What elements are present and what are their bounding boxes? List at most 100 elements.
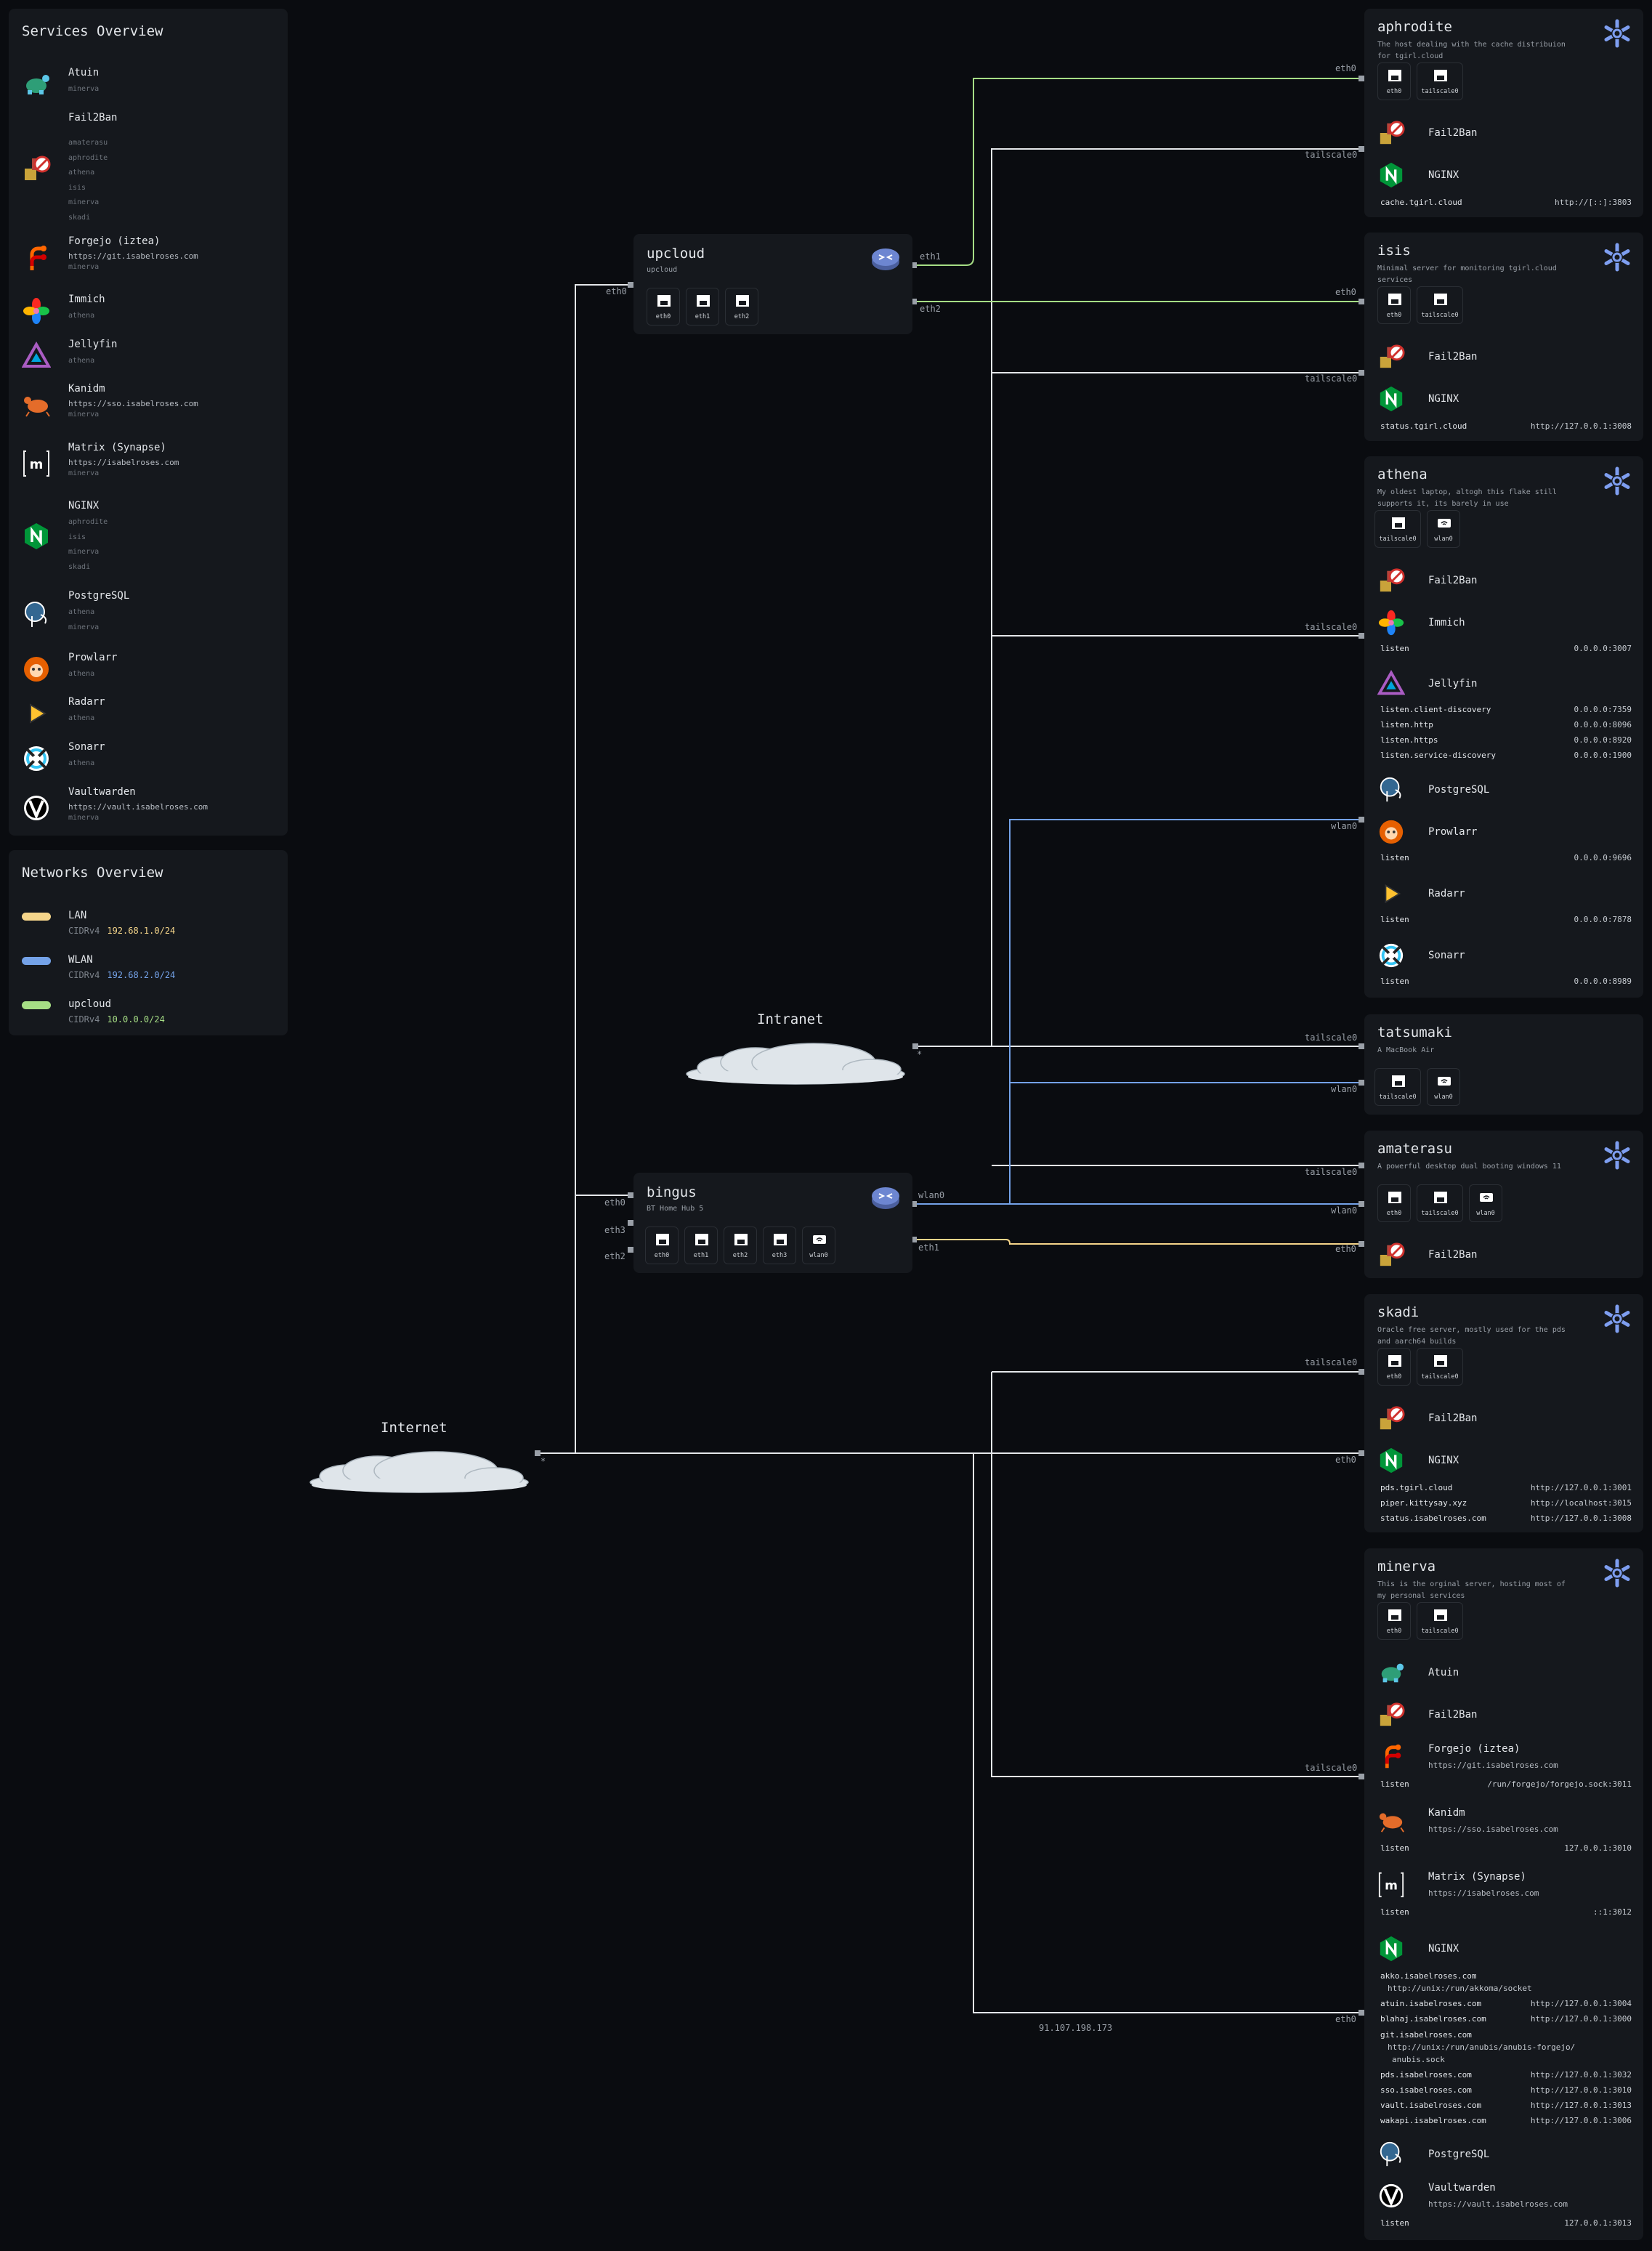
interface-wlan0[interactable]: wlan0 [1469, 1184, 1502, 1222]
router-bingus[interactable]: bingus BT Home Hub 5 eth0 eth1 eth2 eth3… [633, 1173, 912, 1273]
interface-eth0[interactable]: eth0 [1377, 1184, 1411, 1222]
ethernet-port-icon [1388, 1609, 1401, 1621]
host-minerva[interactable]: minerva This is the orginal server, host… [1364, 1548, 1643, 2240]
interface-eth2[interactable]: eth2 [724, 1226, 757, 1264]
interface-wlan0[interactable]: wlan0 [802, 1226, 835, 1264]
label-aphrodite-ts: tailscale0 [1305, 150, 1358, 160]
interface-tailscale0[interactable]: tailscale0 [1374, 1068, 1421, 1106]
wire-internet-minerva [973, 1453, 1360, 2013]
ethernet-port-icon [695, 1234, 708, 1245]
host-name: skadi [1377, 1304, 1420, 1320]
wifi-card-icon [1438, 1077, 1451, 1086]
internet-port-label: * [540, 1456, 546, 1466]
immich-icon [23, 298, 49, 324]
service-host: athena [68, 608, 95, 616]
host-athena[interactable]: athena My oldest laptop, altogh this fla… [1364, 456, 1643, 998]
interface-wlan0[interactable]: wlan0 [1427, 510, 1460, 548]
internet-label: Internet [381, 1420, 448, 1436]
intranet-label: Intranet [757, 1011, 824, 1027]
crab-icon [24, 397, 50, 417]
host-skadi[interactable]: skadi Oracle free server, mostly used fo… [1364, 1294, 1643, 1532]
label-upcloud-in: eth0 [606, 286, 627, 296]
service-host: isis [68, 533, 86, 541]
interface-eth2[interactable]: eth2 [725, 288, 758, 326]
host-tatsumaki[interactable]: tatsumaki A MacBook Air tailscale0 wlan0 [1364, 1014, 1643, 1115]
service-host: minerva [68, 814, 100, 822]
interface-tailscale0[interactable]: tailscale0 [1417, 1602, 1463, 1640]
interface-eth3[interactable]: eth3 [763, 1226, 796, 1264]
interface-eth0[interactable]: eth0 [1377, 62, 1411, 100]
interface-tailscale0[interactable]: tailscale0 [1374, 510, 1421, 548]
turtle-icon [1381, 1663, 1404, 1683]
interface-eth1[interactable]: eth1 [684, 1226, 718, 1264]
label-amaterasu-ts: tailscale0 [1305, 1167, 1358, 1177]
fail2ban-icon [1380, 1406, 1405, 1430]
host-isis[interactable]: isis Minimal server for monitoring tgirl… [1364, 233, 1643, 441]
host-aphrodite[interactable]: aphrodite The host dealing with the cach… [1364, 9, 1643, 217]
label-amaterasu-wlan: wlan0 [1331, 1205, 1358, 1216]
interface-tailscale0[interactable]: tailscale0 [1417, 286, 1463, 324]
service-name: Atuin [68, 67, 100, 78]
host-amaterasu[interactable]: amaterasu A powerful desktop dual bootin… [1364, 1131, 1643, 1278]
ethernet-port-icon [774, 1234, 787, 1245]
ethernet-port-icon [1388, 294, 1401, 305]
nginx-icon [1380, 162, 1403, 188]
host-desc: Minimal server for monitoring tgirl.clou… [1377, 264, 1557, 284]
nginx-icon [1380, 1936, 1403, 1962]
interface-eth0[interactable]: eth0 [647, 288, 680, 326]
interface-eth0[interactable]: eth0 [1377, 1602, 1411, 1640]
interface-eth0[interactable]: eth0 [1377, 1348, 1411, 1386]
fail2ban-icon [1380, 1242, 1405, 1266]
service-name: Vaultwarden [68, 786, 136, 798]
service-url[interactable]: https://sso.isabelroses.com [68, 399, 198, 408]
label-bingus-in3: eth3 [604, 1225, 625, 1235]
service-host: minerva [68, 198, 100, 206]
service-host: athena [68, 312, 95, 320]
forgejo-icon [30, 246, 46, 270]
nixos-snowflake-icon [1604, 1304, 1630, 1333]
service-host: athena [68, 759, 95, 767]
ethernet-port-icon [1434, 294, 1447, 305]
interface-tailscale0[interactable]: tailscale0 [1417, 1348, 1463, 1386]
service-name: PostgreSQL [68, 590, 130, 602]
interface-wlan0[interactable]: wlan0 [1427, 1068, 1460, 1106]
listen-entry: listen/run/forgejo/forgejo.sock:3011 [1380, 1779, 1632, 1789]
interface-tailscale0[interactable]: tailscale0 [1417, 62, 1463, 100]
interface-eth1[interactable]: eth1 [686, 288, 719, 326]
router-upcloud[interactable]: upcloud upcloud eth0 eth1 eth2 [633, 234, 912, 334]
fail2ban-icon [1380, 121, 1405, 145]
ethernet-port-icon [656, 1234, 669, 1245]
label-upcloud-out2: eth2 [920, 304, 941, 314]
label-athena-ts: tailscale0 [1305, 622, 1358, 632]
prowlarr-icon [24, 657, 49, 682]
ethernet-port-icon [1434, 1355, 1447, 1367]
network-color-swatch [22, 1001, 51, 1009]
interface-tailscale0[interactable]: tailscale0 [1417, 1184, 1463, 1222]
router-icon [872, 248, 899, 270]
postgresql-icon [1380, 777, 1401, 802]
interface-eth0[interactable]: eth0 [645, 1226, 679, 1264]
service-url[interactable]: https://vault.isabelroses.com [68, 802, 208, 812]
interface-eth0[interactable]: eth0 [1377, 286, 1411, 324]
service-url[interactable]: https://isabelroses.com [68, 458, 179, 467]
nginx-icon [1380, 1447, 1403, 1474]
service-url[interactable]: https://git.isabelroses.com [68, 251, 198, 261]
router-desc: BT Home Hub 5 [647, 1205, 704, 1213]
nginx-icon [25, 523, 48, 549]
wire-wlan-bus [914, 819, 1360, 1205]
service-host: aphrodite [68, 153, 108, 162]
